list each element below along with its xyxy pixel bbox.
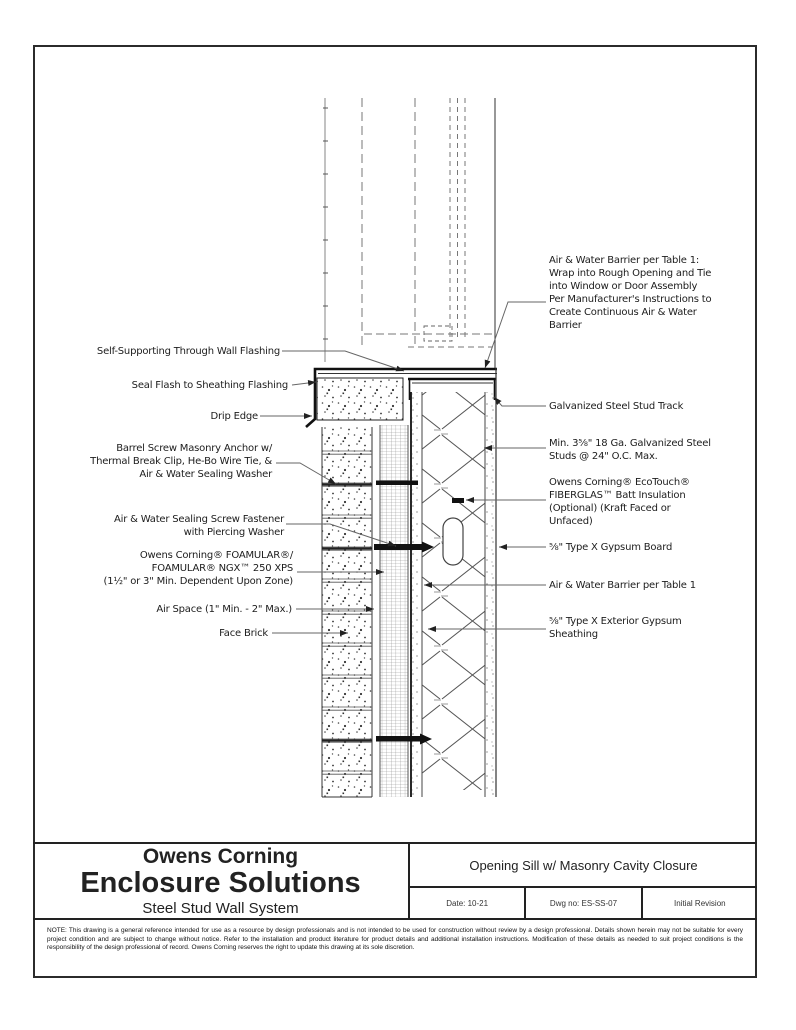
callout-line: with Piercing Washer xyxy=(183,527,285,538)
callout-through-wall-flashing: Self-Supporting Through Wall Flashing xyxy=(97,345,280,358)
callout-line: Studs @ 24" O.C. Max. xyxy=(549,451,658,462)
callout-line: Min. 3⅝" 18 Ga. Galvanized Steel xyxy=(549,438,711,449)
callout-screw-fastener: Air & Water Sealing Screw Fastener with … xyxy=(114,513,284,539)
callout-line: Sheathing xyxy=(549,629,598,640)
gypsum-board-layer xyxy=(485,392,496,797)
title-block-company: Owens Corning Enclosure Solutions Steel … xyxy=(33,844,410,918)
callout-line: Self-Supporting Through Wall Flashing xyxy=(96,346,280,357)
callout-line: ⅝" Type X Gypsum Board xyxy=(549,542,673,553)
callout-line: Air & Water Sealing Washer xyxy=(139,469,272,480)
revision-cell: Initial Revision xyxy=(674,898,726,908)
through-wall-flashing-line xyxy=(305,367,497,428)
callout-line: Face Brick xyxy=(219,628,268,639)
callout-steel-studs: Min. 3⅝" 18 Ga. Galvanized Steel Studs @… xyxy=(549,437,711,463)
callout-line: Galvanized Steel Stud Track xyxy=(549,401,684,412)
callout-line: ⅝" Type X Exterior Gypsum xyxy=(549,616,682,627)
callout-xps-insulation: Owens Corning® FOAMULAR®/ FOAMULAR® NGX™… xyxy=(103,549,294,588)
masonry-anchors xyxy=(374,480,464,745)
wall-assembly xyxy=(321,368,497,798)
leader-lines xyxy=(260,301,546,636)
callout-line: Air & Water Barrier per Table 1 xyxy=(549,580,696,591)
callout-face-brick: Face Brick xyxy=(219,627,268,640)
xps-insulation-layer xyxy=(380,425,408,797)
company-name: Owens Corning xyxy=(142,844,299,868)
callout-masonry-anchor: Barrel Screw Masonry Anchor w/ Thermal B… xyxy=(90,442,272,481)
callout-air-space: Air Space (1" Min. - 2" Max.) xyxy=(156,603,292,616)
sheet-frame xyxy=(33,45,757,978)
batt-insulation-cavity xyxy=(422,392,485,790)
callout-line: Unfaced) xyxy=(549,516,593,527)
wall-system-name: Steel Stud Wall System xyxy=(142,899,299,917)
callout-line: Thermal Break Clip, He-Bo Wire Tie, & xyxy=(90,456,272,467)
callout-batt-insulation: Owens Corning® EcoTouch® FIBERGLAS™ Batt… xyxy=(549,476,690,528)
callout-line: FOAMULAR® NGX™ 250 XPS xyxy=(151,563,294,574)
callout-line: Barrel Screw Masonry Anchor w/ xyxy=(116,443,272,454)
sheathing-layer xyxy=(412,392,422,797)
callout-line: Barrier xyxy=(549,320,582,331)
callout-drip-edge: Drip Edge xyxy=(210,410,259,423)
date-cell: Date: 10-21 xyxy=(410,888,527,918)
callout-line: Air & Water Sealing Screw Fastener xyxy=(114,514,284,525)
callout-awb: Air & Water Barrier per Table 1 xyxy=(549,579,696,592)
face-brick-column xyxy=(322,427,372,797)
callout-line: Seal Flash to Sheathing Flashing xyxy=(131,380,289,391)
callout-line: (1½" or 3" Min. Dependent Upon Zone) xyxy=(103,576,294,587)
product-line: Enclosure Solutions xyxy=(80,866,361,899)
sill-assembly xyxy=(305,367,497,428)
callout-steel-track: Galvanized Steel Stud Track xyxy=(549,400,683,413)
callout-line: Create Continuous Air & Water xyxy=(549,307,697,318)
drawing-number-cell: Dwg no: ES-SS-07 xyxy=(526,888,643,918)
disclaimer-note: NOTE: This drawing is a general referenc… xyxy=(47,927,743,951)
drawing-title: Opening Sill w/ Masonry Cavity Closure xyxy=(410,844,757,888)
callout-line: Per Manufacturer's Instructions to xyxy=(549,294,712,305)
callout-line: Drip Edge xyxy=(210,411,259,422)
callout-awb-rough-opening: Air & Water Barrier per Table 1: Wrap in… xyxy=(549,254,712,332)
callout-gypsum-board: ⅝" Type X Gypsum Board xyxy=(549,541,672,554)
title-block: Owens Corning Enclosure Solutions Steel … xyxy=(33,842,757,920)
callout-line: Owens Corning® EcoTouch® xyxy=(549,477,690,488)
callout-line: Air Space (1" Min. - 2" Max.) xyxy=(156,604,292,615)
callout-line: Wrap into Rough Opening and Tie xyxy=(549,268,712,279)
callout-line: Owens Corning® FOAMULAR®/ xyxy=(139,550,293,561)
window-hidden-lines xyxy=(323,98,496,368)
callout-line: FIBERGLAS™ Batt Insulation xyxy=(549,490,686,501)
steel-stud xyxy=(442,517,464,566)
callout-line: into Window or Door Assembly xyxy=(549,281,698,292)
callout-line: Air & Water Barrier per Table 1: xyxy=(549,255,700,266)
callout-line: (Optional) (Kraft Faced or xyxy=(549,503,671,514)
cavity-closure-brick xyxy=(316,377,404,421)
callout-exterior-sheathing: ⅝" Type X Exterior Gypsum Sheathing xyxy=(549,615,682,641)
title-block-right: Opening Sill w/ Masonry Cavity Closure D… xyxy=(410,844,757,918)
callout-seal-flash: Seal Flash to Sheathing Flashing xyxy=(131,379,289,392)
title-block-cells: Date: 10-21 Dwg no: ES-SS-07 Initial Rev… xyxy=(410,888,757,918)
